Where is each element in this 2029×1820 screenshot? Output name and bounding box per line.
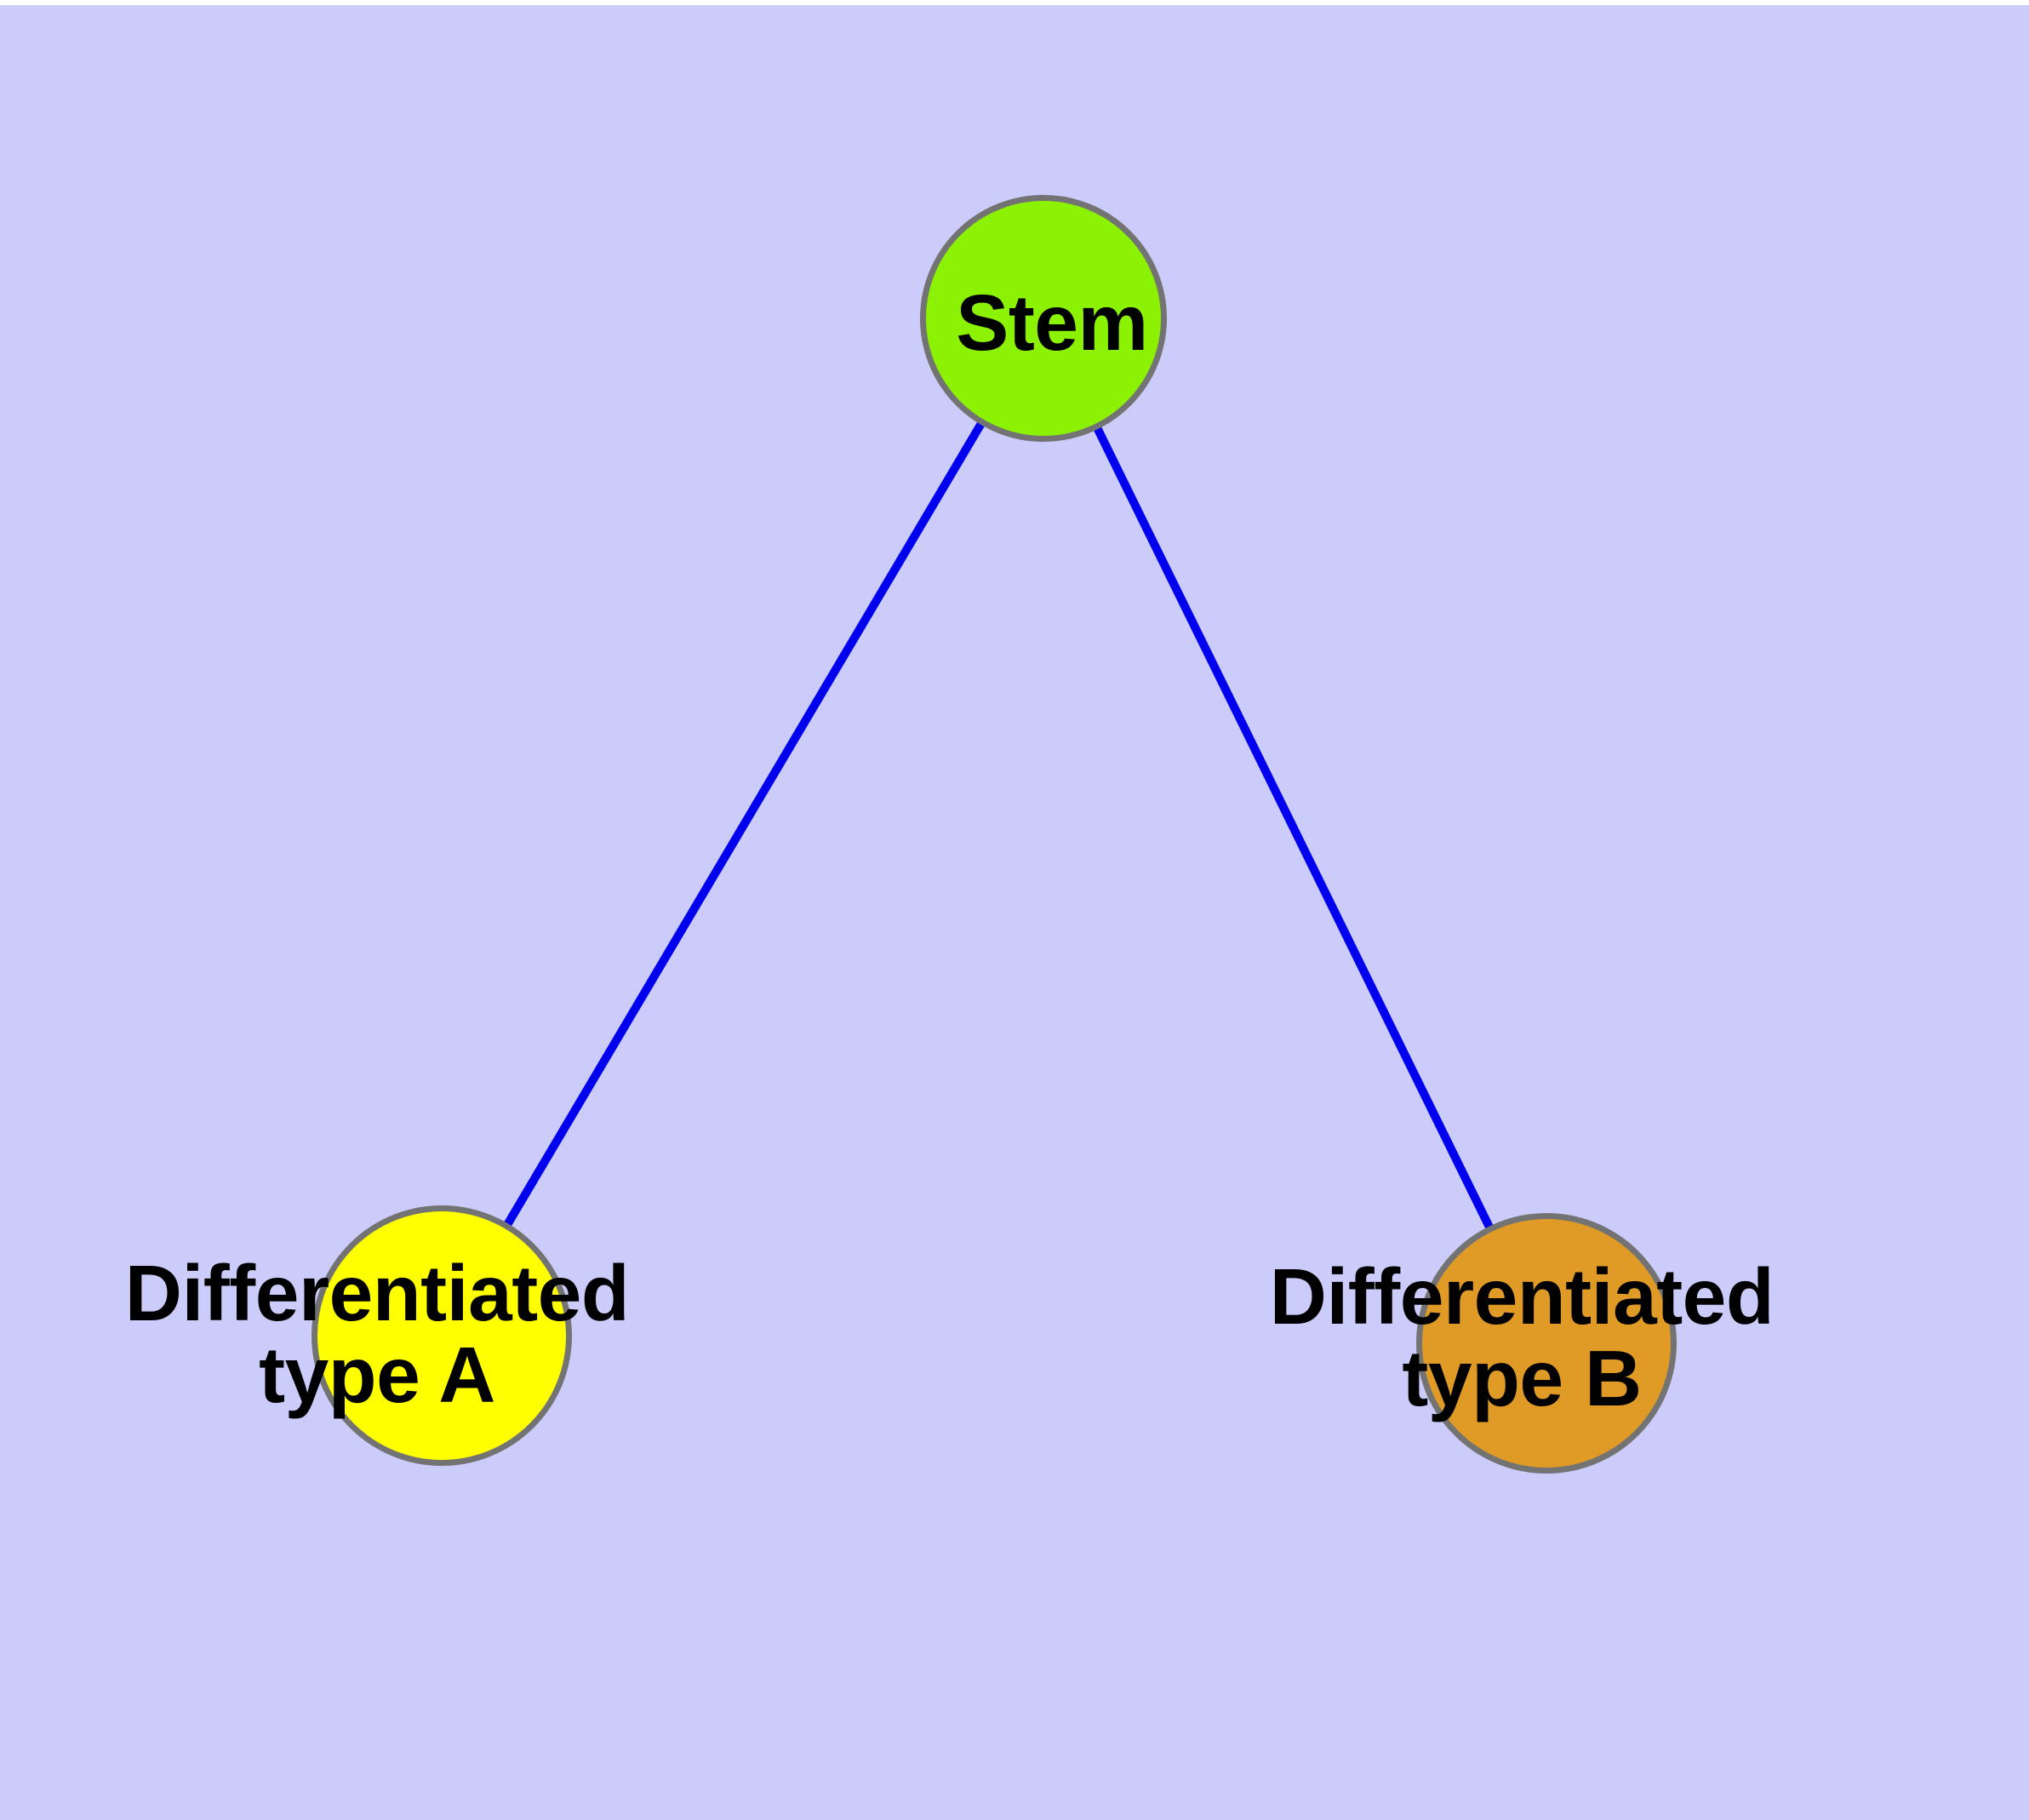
- node-stem[interactable]: [920, 195, 1167, 442]
- node-differentiated-type-a[interactable]: [311, 1205, 572, 1466]
- node-layer: [311, 195, 1677, 1474]
- edge-layer: [437, 316, 1551, 1346]
- edge-stem-to-differentiated-type-b[interactable]: [1039, 316, 1551, 1346]
- edge-stem-to-differentiated-type-a[interactable]: [437, 316, 1048, 1338]
- graph-svg: [311, 195, 1677, 1474]
- node-differentiated-type-b[interactable]: [1416, 1213, 1677, 1474]
